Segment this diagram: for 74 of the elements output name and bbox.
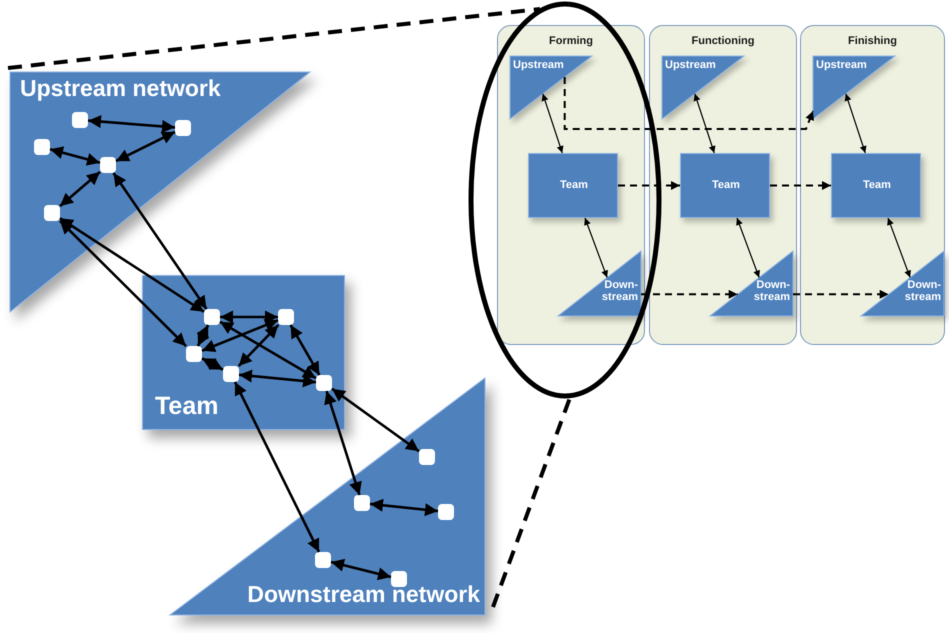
phase-title: Forming: [548, 35, 594, 48]
network-label: Upstream network: [20, 76, 222, 102]
double-headed-arrow: [238, 324, 280, 367]
network-member-square: [44, 205, 60, 221]
double-headed-arrow: [196, 324, 210, 347]
double-headed-arrow: [736, 218, 760, 278]
double-headed-arrow: [88, 115, 176, 133]
double-headed-arrow: [370, 498, 438, 516]
double-headed-arrow: [112, 172, 208, 310]
double-headed-arrow: [887, 218, 911, 278]
dashed-arrow: [618, 181, 680, 190]
network-member-square: [419, 449, 435, 465]
network-label: Downstream network: [246, 582, 480, 608]
network-member-square: [72, 112, 88, 128]
double-headed-arrow: [234, 381, 320, 553]
team-box: [680, 153, 770, 218]
team-box: [528, 153, 618, 218]
network-member-square: [278, 309, 294, 325]
network-member-square: [34, 139, 50, 155]
double-headed-arrow: [238, 370, 316, 388]
double-headed-arrow: [220, 310, 278, 324]
double-headed-arrow: [59, 220, 187, 348]
dashed-arrow: [564, 77, 814, 130]
team-label: Team: [155, 393, 220, 420]
double-headed-arrow: [844, 94, 866, 154]
box-label: Team: [559, 179, 589, 192]
triangle-label: Down- stream: [752, 279, 790, 304]
double-headed-arrow: [219, 320, 317, 380]
double-headed-arrow: [50, 146, 100, 166]
double-headed-arrow: [202, 319, 278, 352]
upstream-triangle: [510, 56, 592, 119]
double-headed-arrow: [201, 357, 224, 371]
upstream-triangle: [662, 56, 744, 119]
triangle-label: Upstream: [665, 59, 717, 72]
box-label: Team: [711, 179, 741, 192]
dashed-arrow: [641, 290, 738, 299]
network-member-square: [315, 552, 331, 568]
double-headed-arrow: [289, 324, 321, 376]
phase-title: Finishing: [847, 35, 898, 48]
network-member-square: [391, 571, 407, 587]
double-headed-arrow: [584, 218, 608, 278]
phase-panel: [800, 25, 945, 345]
triangle-label: Upstream: [513, 59, 565, 72]
network-member-square: [100, 157, 116, 173]
downstream-triangle: [710, 251, 793, 316]
network-member-square: [175, 120, 191, 136]
team-box: [831, 153, 921, 218]
box-label: Team: [862, 179, 892, 192]
triangle-label: Down- stream: [904, 279, 941, 304]
double-headed-arrow: [59, 170, 101, 208]
network-member-square: [438, 504, 454, 520]
downstream-triangle: [861, 251, 944, 316]
triangle-label: Upstream: [816, 59, 868, 72]
double-headed-arrow: [331, 388, 420, 452]
network-member-square: [316, 375, 332, 391]
downstream-triangle: [558, 251, 641, 316]
double-headed-arrow: [115, 130, 176, 162]
double-headed-arrow: [59, 217, 205, 313]
double-headed-arrow: [542, 94, 564, 154]
triangle-label: Down- stream: [600, 279, 638, 304]
double-headed-arrow: [324, 390, 362, 496]
dashed-arrow: [793, 290, 889, 299]
upstream-triangle: [813, 56, 895, 119]
network-member-square: [186, 346, 202, 362]
double-headed-arrow: [694, 94, 716, 154]
phase-title: Functioning: [690, 35, 756, 48]
network-member-square: [354, 495, 370, 511]
dashed-arrow: [770, 181, 831, 190]
phase-panel: [497, 25, 645, 345]
team-box: [142, 275, 345, 430]
network-member-square: [204, 309, 220, 325]
network-member-square: [223, 366, 239, 382]
double-headed-arrow: [330, 558, 392, 580]
phase-panel: [649, 25, 797, 345]
